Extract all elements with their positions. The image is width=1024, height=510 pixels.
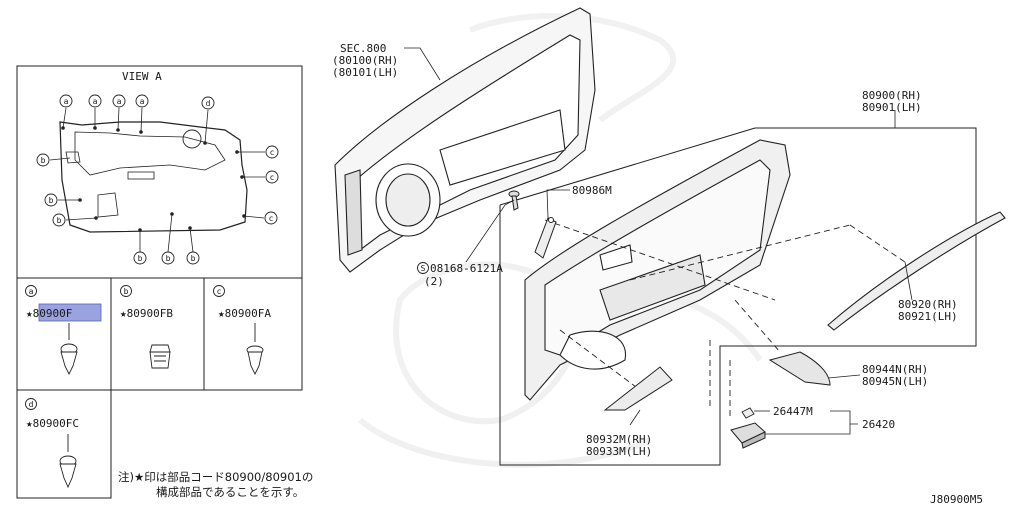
- callout-c: c: [270, 173, 275, 182]
- clip-c-letter: c: [217, 287, 222, 296]
- diagram-id: J80900M5: [930, 493, 983, 506]
- door-shell: [334, 7, 596, 273]
- clip-d-cell: d ★80900FC: [25, 398, 79, 489]
- footnote-line-1: 注)★印は部品コード80900/80901の: [118, 470, 314, 484]
- callout-a: a: [117, 97, 122, 106]
- sec-label[interactable]: SEC.800: [340, 42, 386, 55]
- clip-c-code[interactable]: ★80900FA: [218, 307, 271, 320]
- pad-upper-lh-label[interactable]: 80945N(LH): [862, 375, 928, 388]
- pad-lower-rh-label[interactable]: 80932M(RH): [586, 433, 652, 446]
- callout-b: b: [191, 254, 196, 263]
- lamp-assembly: [730, 422, 766, 449]
- upper-pad: [768, 351, 831, 386]
- footnote: 注)★印は部品コード80900/80901の 構成部品であることを示す。: [118, 470, 313, 500]
- highlight-box: [38, 303, 102, 322]
- bracket-clip-icon: [149, 344, 171, 369]
- view-a-panel: VIEW A a a a: [16, 65, 303, 279]
- clip-b-letter: b: [124, 287, 129, 296]
- lamp-assy-label[interactable]: 26420: [862, 418, 895, 431]
- strip-rh-label[interactable]: 80920(RH): [898, 298, 958, 311]
- clip-d-code[interactable]: ★80900FC: [26, 417, 79, 430]
- callout-c: c: [269, 214, 274, 223]
- trim-lh-label[interactable]: 80901(LH): [862, 101, 922, 114]
- clip-b-code[interactable]: ★80900FB: [120, 307, 173, 320]
- callout-a: a: [93, 97, 98, 106]
- bracket-label[interactable]: 80986M: [572, 184, 612, 197]
- molding-strip: [827, 211, 1006, 331]
- clip-a-cell: a ★80900F: [25, 285, 102, 376]
- callout-d: d: [206, 99, 211, 108]
- callout-b: b: [138, 254, 143, 263]
- pad-upper-rh-label[interactable]: 80944N(RH): [862, 363, 928, 376]
- sec-lh-label[interactable]: (80101(LH): [332, 66, 398, 79]
- clip-a-code[interactable]: ★80900F: [26, 307, 72, 320]
- callout-c: c: [270, 148, 275, 157]
- trim-assembly-box: [499, 127, 977, 466]
- push-clip-icon: [60, 323, 78, 376]
- callout-b: b: [49, 196, 54, 205]
- clip-d-letter: d: [29, 400, 34, 409]
- callout-b: b: [166, 254, 171, 263]
- strip-lh-label[interactable]: 80921(LH): [898, 310, 958, 323]
- pad-lower-lh-label[interactable]: 80933M(LH): [586, 445, 652, 458]
- callout-b: b: [57, 216, 62, 225]
- door-trim-panel: [524, 139, 791, 401]
- screw-label[interactable]: 08168-6121A: [430, 262, 503, 275]
- lower-pad: [603, 366, 673, 411]
- callout-a: a: [140, 97, 145, 106]
- clip-b-cell: b ★80900FB: [120, 285, 173, 369]
- clip-a-letter: a: [29, 287, 34, 296]
- clip-c-cell: c ★80900FA: [213, 285, 271, 376]
- screw-symbol: S: [421, 264, 426, 273]
- lamp-bulb: [741, 407, 755, 419]
- dashed-leaders: [544, 219, 906, 420]
- footnote-line-2: 構成部品であることを示す。: [156, 485, 305, 499]
- trim-rh-label[interactable]: 80900(RH): [862, 89, 922, 102]
- bracket-part: [534, 217, 557, 259]
- push-clip-icon: [246, 323, 264, 376]
- label-leaders: [404, 47, 913, 435]
- callout-b: b: [41, 156, 46, 165]
- view-a-title: VIEW A: [122, 70, 162, 83]
- screw-part: [508, 190, 520, 211]
- clip-table: [16, 277, 303, 499]
- push-clip-icon: [59, 434, 77, 489]
- screw-qty: (2): [424, 275, 444, 288]
- lamp-bulb-label[interactable]: 26447M: [773, 405, 813, 418]
- callout-a: a: [64, 97, 69, 106]
- sec-rh-label[interactable]: (80100(RH): [332, 54, 398, 67]
